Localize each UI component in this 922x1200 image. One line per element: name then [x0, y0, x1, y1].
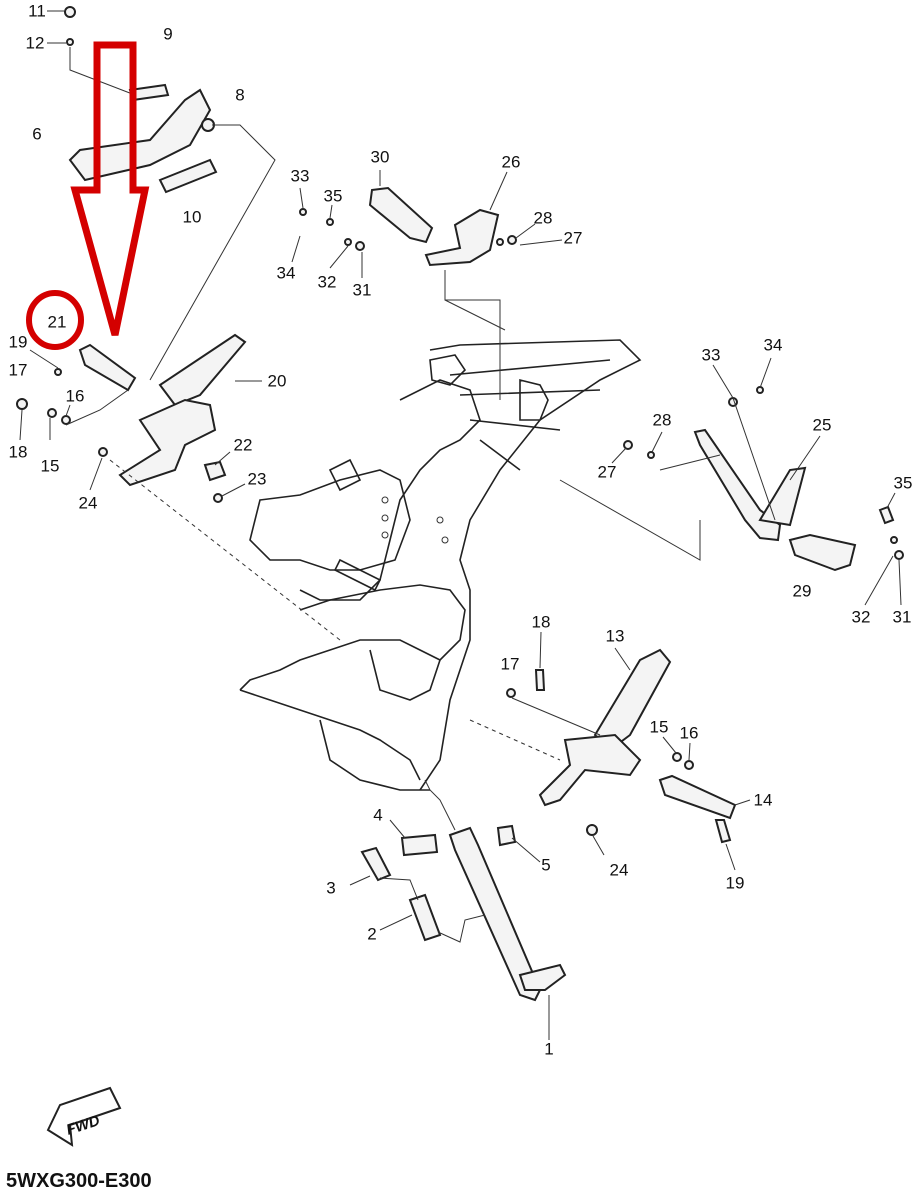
callout-26: 26 [501, 152, 521, 172]
callout-29: 29 [792, 581, 812, 601]
callout-33: 33 [701, 345, 721, 365]
callout-9: 9 [163, 24, 173, 44]
callout-15: 15 [40, 456, 60, 476]
callout-10: 10 [182, 207, 202, 227]
rear-footrest-left [559, 357, 904, 606]
callout-24: 24 [609, 860, 629, 880]
front-footrest-left [16, 333, 341, 641]
highlight-annotation [26, 41, 150, 350]
callout-22: 22 [233, 435, 253, 455]
callout-27: 27 [563, 228, 583, 248]
callout-19: 19 [8, 332, 28, 352]
callout-35: 35 [323, 186, 343, 206]
callout-17: 17 [500, 654, 520, 674]
callout-16: 16 [679, 723, 699, 743]
callout-17: 17 [8, 360, 28, 380]
fwd-arrow-icon [46, 1086, 122, 1147]
callout-16: 16 [65, 386, 85, 406]
callout-32: 32 [317, 272, 337, 292]
callout-11: 11 [28, 1, 46, 21]
callout-20: 20 [267, 371, 287, 391]
callout-4: 4 [373, 805, 383, 825]
callout-23: 23 [247, 469, 267, 489]
callout-13: 13 [605, 626, 625, 646]
callout-31: 31 [892, 607, 912, 627]
highlight-arrow [70, 41, 150, 336]
callout-5: 5 [541, 855, 551, 875]
callout-24: 24 [78, 493, 98, 513]
callout-8: 8 [235, 85, 245, 105]
front-footrest-right [469, 631, 751, 871]
callout-15: 15 [649, 717, 669, 737]
callout-18: 18 [531, 612, 551, 632]
callout-12: 12 [25, 33, 45, 53]
rear-footrest-right [291, 170, 563, 400]
callout-33: 33 [290, 166, 310, 186]
upper-bracket-assembly [47, 6, 276, 381]
footrest-peg-21 [78, 343, 137, 392]
callout-32: 32 [851, 607, 871, 627]
callout-2: 2 [367, 924, 377, 944]
callout-25: 25 [812, 415, 832, 435]
callout-21: 21 [47, 312, 67, 332]
callout-34: 34 [763, 335, 783, 355]
callout-28: 28 [652, 410, 672, 430]
highlight-circle [26, 290, 84, 350]
callout-30: 30 [370, 147, 390, 167]
callout-19: 19 [725, 873, 745, 893]
callout-14: 14 [753, 790, 773, 810]
callout-31: 31 [352, 280, 372, 300]
side-stand-assembly [349, 779, 567, 1040]
callout-1: 1 [544, 1039, 554, 1059]
frame-assembly [239, 339, 642, 791]
callout-28: 28 [533, 208, 553, 228]
callout-34: 34 [276, 263, 296, 283]
diagram-code: 5WXG300-E300 [6, 1170, 152, 1192]
callout-6: 6 [32, 124, 42, 144]
callout-3: 3 [326, 878, 336, 898]
callout-35: 35 [893, 473, 913, 493]
callout-18: 18 [8, 442, 28, 462]
callout-27: 27 [597, 462, 617, 482]
